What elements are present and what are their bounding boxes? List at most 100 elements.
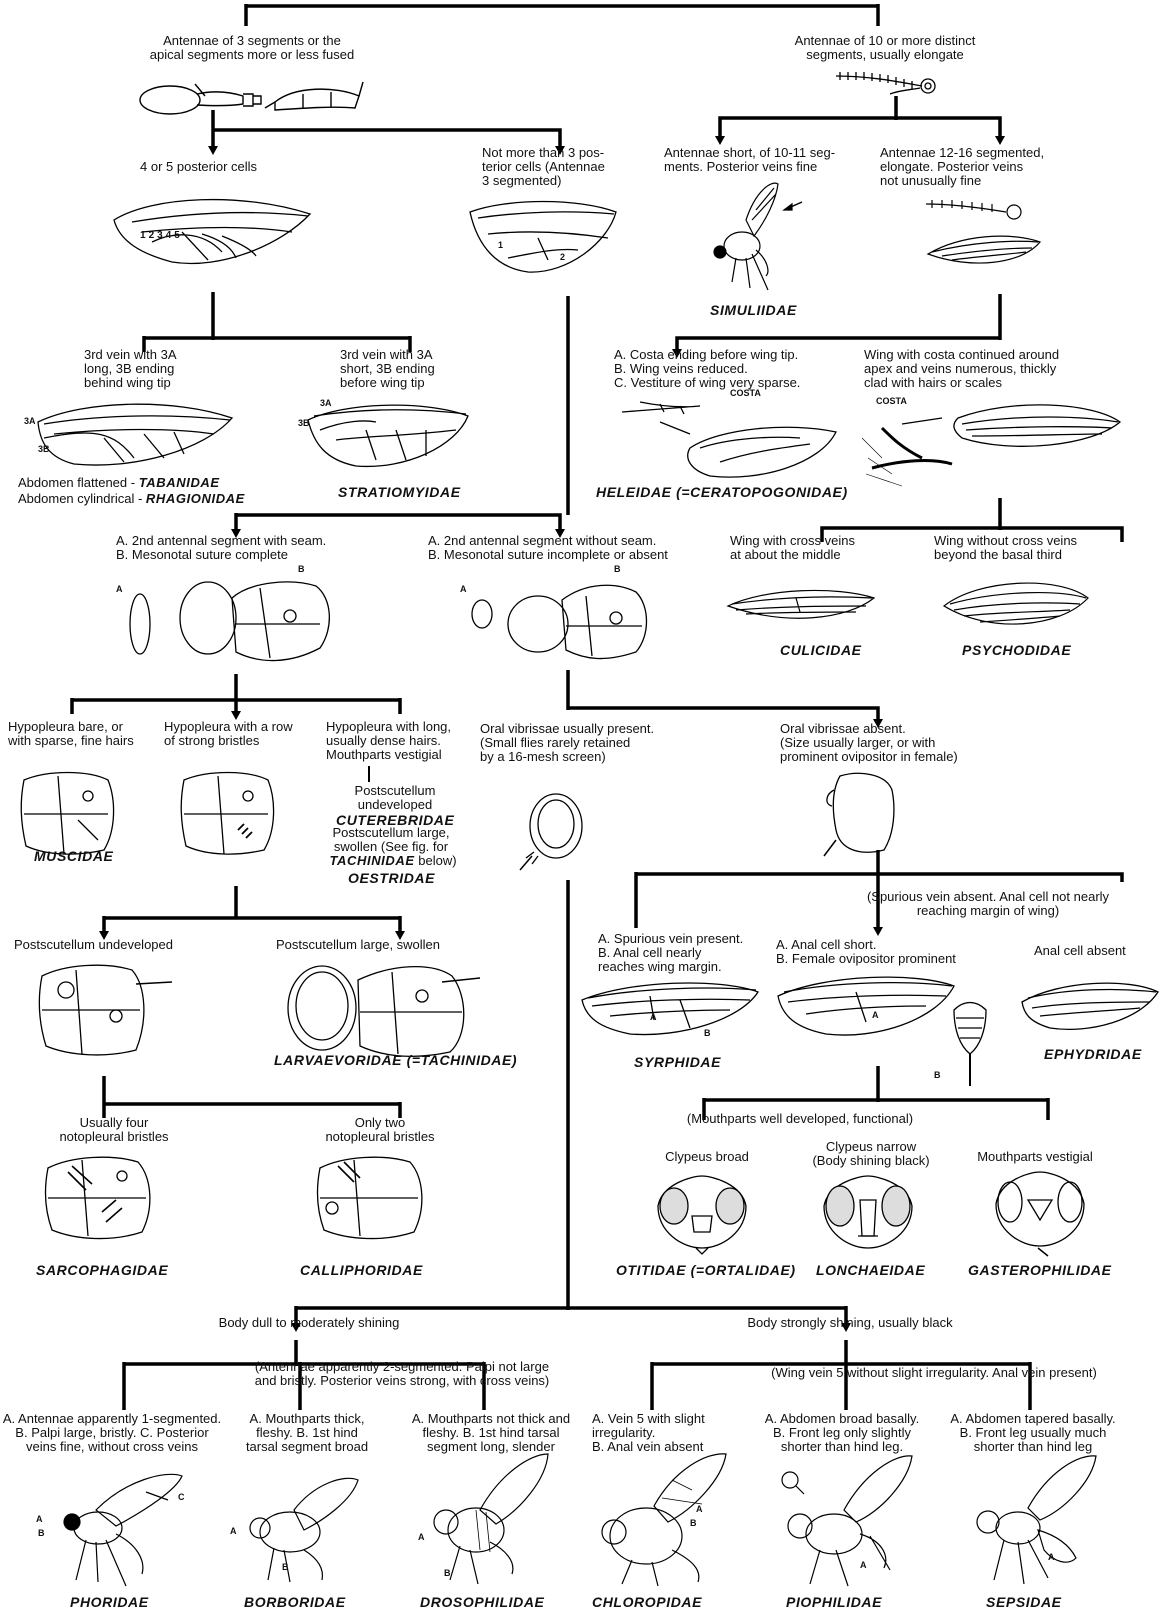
couplet-costa-continued: Wing with costa continued around apex an… [864,347,1060,390]
ovipositor-illustration [950,1000,990,1090]
marker-a: A [230,1526,237,1536]
couplet-hypopleura-long: Hypopleura with long, usually dense hair… [326,719,452,762]
couplet-no-seam: A. 2nd antennal segment without seam. B.… [428,533,668,562]
psychodidae-wing-costa-illustration [861,398,1122,488]
couplet-antennae-3-segments: Antennae of 3 segments or the apical seg… [149,33,355,62]
marker-a: A [36,1514,43,1524]
family-otitidae: OTITIDAE (=ORTALIDAE) [616,1262,796,1278]
cell-number: 1 [498,240,504,250]
family-muscidae: MUSCIDAE [34,848,114,864]
couplet-abdomen-tapered: A. Abdomen tapered basally. B. Front leg… [950,1411,1116,1454]
heleidae-wing-illustration [620,398,840,484]
cell-number: 3 [157,230,166,241]
marker-a: A [696,1504,703,1514]
borboridae-fly-illustration [224,1470,364,1586]
cell-number: 2 [148,230,158,241]
calliphoridae-thorax-illustration [314,1152,434,1242]
wing-3a-short-illustration [306,400,470,470]
gasterophilidae-head-illustration [990,1170,1090,1257]
couplet-mouthparts-vestigial: Mouthparts vestigial [977,1149,1093,1164]
otitid-wing-illustration [776,970,956,1040]
family-ephydridae: EPHYDRIDAE [1044,1046,1142,1062]
antenna-multisegment-illustration [830,64,940,104]
couplet-two-notopleural: Only two notopleural bristles [325,1115,435,1144]
couplet-wing-vein-5: (Wing vein 5 without slight irregularity… [771,1365,1097,1380]
marker-b: B [704,1028,711,1038]
hypopleura-bristles-illustration [178,770,278,856]
family-simuliidae: SIMULIIDAE [710,302,797,318]
couplet-mouthparts-developed: (Mouthparts well developed, functional) [686,1111,914,1126]
marker-a: A [116,584,123,594]
family-psychodidae: PSYCHODIDAE [962,642,1072,658]
couplet-spurious-vein-absent: (Spurious vein absent. Anal cell not nea… [866,889,1110,918]
vein-label-3a: 3A [320,398,332,408]
couplet-mouthparts-not-thick: A. Mouthparts not thick and fleshy. B. 1… [411,1411,571,1454]
couplet-mouthparts-thick: A. Mouthparts thick, fleshy. B. 1st hind… [245,1411,369,1454]
marker-b: B [282,1562,289,1572]
couplet-antennae-2-segmented: (Antennae apparently 2-segmented. Palpi … [254,1359,550,1388]
vein-label-3a: 3A [24,416,36,426]
couplet-postscutellum-undeveloped-small: Postscutellum undeveloped [354,783,436,812]
couplet-spurious-vein-present: A. Spurious vein present. B. Anal cell n… [598,931,744,974]
cell-number: 2 [560,252,566,262]
couplet-antennae-10-segments: Antennae of 10 or more distinct segments… [794,33,976,62]
couplet-cross-veins-middle: Wing with cross veins at about the middl… [730,533,855,562]
couplet-3-posterior-cells: Not more than 3 pos- terior cells (Anten… [482,145,605,188]
otitidae-head-illustration [652,1175,752,1256]
oral-vibrissae-head-illustration [512,786,592,872]
couplet-anal-cell-absent: Anal cell absent [1034,943,1126,958]
chloropidae-fly-illustration [592,1450,742,1587]
drosophilidae-fly-illustration [420,1450,560,1586]
family-culicidae: CULICIDAE [780,642,862,658]
marker-c: C [178,1492,185,1502]
postscutellum-undeveloped-illustration [36,960,176,1060]
family-sarcophagidae: SARCOPHAGIDAE [36,1262,169,1278]
marker-a: A [860,1560,867,1570]
couplet-seam: A. 2nd antennal segment with seam. B. Me… [116,533,327,562]
tachinidae-reference-line: TACHINIDAE below) [318,854,468,868]
couplet-body-shining: Body strongly shining, usually black [747,1315,953,1330]
abdomen-cylindrical-text: Abdomen cylindrical - [18,491,146,506]
marker-a: A [1048,1552,1055,1562]
family-larvaevoridae: LARVAEVORIDAE (=TACHINIDAE) [274,1052,518,1068]
marker-a: A [418,1532,425,1542]
family-stratiomyidae: STRATIOMYIDAE [338,484,461,500]
wing-5-posterior-cells-illustration [112,192,312,272]
cell-number: 1 [140,230,149,241]
couplet-oral-vibrissae-absent: Oral vibrissae absent. (Size usually lar… [780,721,958,764]
couplet-cross-veins-beyond: Wing without cross veins beyond the basa… [934,533,1078,562]
cell-number: 4 [165,230,175,241]
family-heleidae: HELEIDAE (=CERATOPOGONIDAE) [596,484,848,500]
couplet-body-dull: Body dull to moderately shining [218,1315,400,1330]
phoridae-fly-illustration [36,1470,186,1587]
family-borboridae: BORBORIDAE [244,1594,346,1610]
couplet-four-notopleural: Usually four notopleural bristles [59,1115,169,1144]
see-below-text: below) [414,853,457,868]
syrphidae-wing-illustration [580,976,760,1040]
couplet-hypopleura-bare: Hypopleura bare, or with sparse, fine ha… [8,719,134,748]
family-cuterebridae: CUTEREBRIDAE [336,812,455,828]
wing-3-posterior-cells-illustration [468,198,618,276]
marker-a: A [872,1010,879,1020]
family-rhagionidae: RHAGIONIDAE [145,491,245,506]
couplet-postscutellum-large-small: Postscutellum large, swollen (See fig. f… [332,825,450,854]
couplet-vein-5-irregular: A. Vein 5 with slight irregularity. B. A… [592,1411,705,1454]
family-phoridae: PHORIDAE [70,1594,149,1610]
antenna-3-segment-illustration [135,72,365,124]
couplet-4-5-posterior-cells: 4 or 5 posterior cells [140,159,258,174]
marker-b: B [444,1568,451,1578]
cell-number: 5 [174,230,183,241]
family-drosophilidae: DROSOPHILIDAE [420,1594,545,1610]
couplet-clypeus-narrow: Clypeus narrow (Body shining black) [812,1139,930,1168]
couplet-hypopleura-row: Hypopleura with a row of strong bristles [164,719,293,748]
marker-b: B [614,564,621,574]
simuliidae-fly-illustration [706,180,816,298]
ephydridae-wing-illustration [1020,976,1160,1036]
calypterate-thorax-illustration [120,568,340,668]
psychodidae-wing-illustration [940,576,1090,634]
branch-mark [368,766,370,782]
family-calliphoridae: CALLIPHORIDAE [300,1262,423,1278]
abdomen-flattened-line: Abdomen flattened - TABANIDAE [18,476,278,490]
vein-label-3b: 3B [38,444,50,454]
costa-label: COSTA [876,396,907,406]
